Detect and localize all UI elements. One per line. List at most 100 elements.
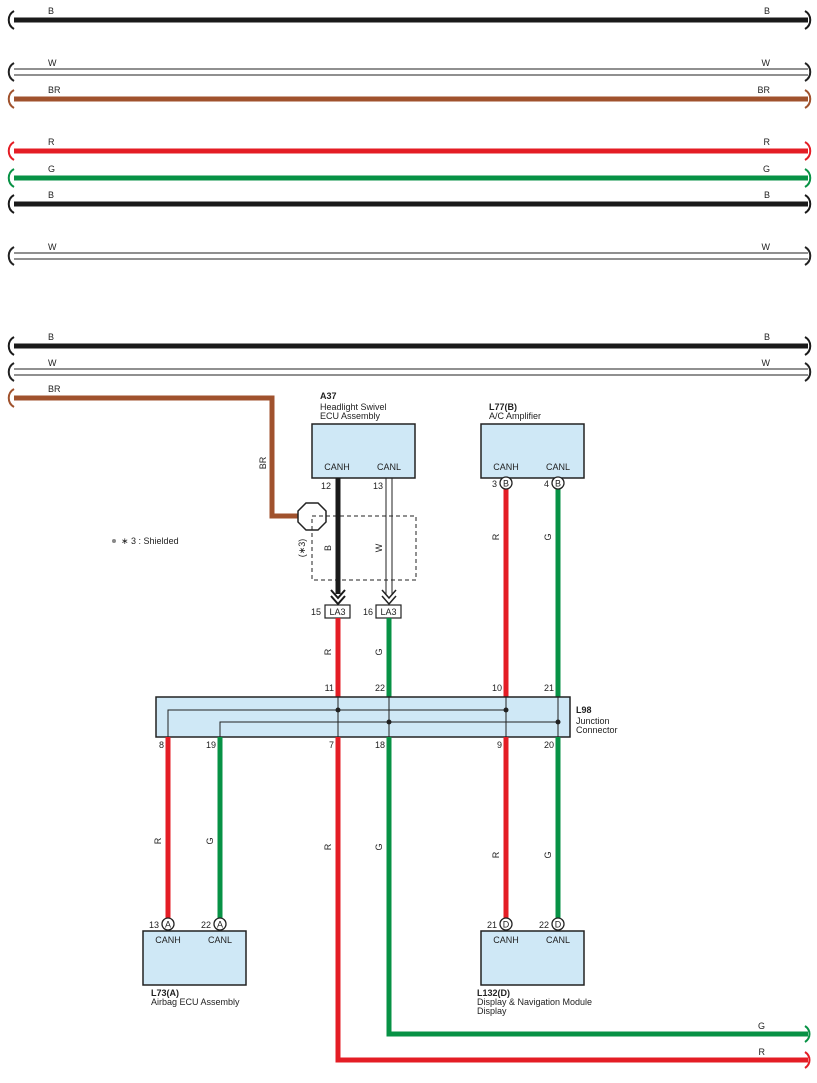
top-row-label-right-1: W: [762, 58, 771, 68]
mid-row-label-left-0: B: [48, 332, 54, 342]
svg-text:G: G: [758, 1021, 765, 1031]
svg-text:R: R: [323, 648, 333, 655]
l98-box: [155, 696, 571, 738]
svg-text:4: 4: [544, 479, 549, 489]
a37-name-1: Headlight Swivel: [320, 402, 387, 412]
svg-text:A: A: [217, 920, 223, 930]
svg-text:CANH: CANH: [155, 935, 181, 945]
long-red-wire: [335, 737, 808, 1063]
top-row-label-left-6: W: [48, 242, 57, 252]
svg-text:20: 20: [544, 740, 554, 750]
l132-id: L132(D): [477, 988, 510, 998]
connector-la3-left: 15 LA3: [311, 604, 351, 619]
shield-boundary: [311, 515, 417, 581]
top-row-label-left-4: G: [48, 164, 55, 174]
top-wire-row-2: BR BR: [7, 85, 812, 109]
top-row-label-right-6: W: [762, 242, 771, 252]
top-row-label-right-3: R: [764, 137, 771, 147]
svg-text:A: A: [165, 920, 171, 930]
mid-row-label-left-1: W: [48, 358, 57, 368]
component-l73: 13 A 22 A CANH CANL L73(A) Airbag ECU As…: [142, 917, 247, 1007]
a37-id: A37: [320, 391, 337, 401]
l77-name: A/C Amplifier: [489, 411, 541, 421]
svg-text:15: 15: [311, 607, 321, 617]
svg-text:21: 21: [487, 920, 497, 930]
connector-la3-right: 16 LA3: [363, 604, 402, 619]
svg-text:G: G: [374, 843, 384, 850]
mid-row-label-right-1: W: [762, 358, 771, 368]
svg-text:G: G: [374, 648, 384, 655]
svg-text:R: R: [153, 837, 163, 844]
l77-id: L77(B): [489, 402, 517, 412]
mid-row-label-left-2: BR: [48, 384, 61, 394]
a37-pin-left: CANH: [324, 462, 350, 472]
svg-text:22: 22: [539, 920, 549, 930]
svg-text:Connector: Connector: [576, 725, 618, 735]
svg-text:R: R: [323, 843, 333, 850]
component-l77: L77(B) A/C Amplifier CANH CANL: [480, 402, 585, 479]
a37-canh-label: B: [323, 545, 333, 551]
svg-text:Display: Display: [477, 1006, 507, 1016]
svg-text:CANH: CANH: [493, 462, 519, 472]
top-row-label-right-2: BR: [757, 85, 770, 95]
a37-pinnum-right: 13: [373, 481, 383, 491]
svg-text:B: B: [555, 479, 561, 489]
component-a37: A37 Headlight Swivel ECU Assembly CANH C…: [311, 391, 416, 491]
svg-text:9: 9: [497, 740, 502, 750]
a37-name-2: ECU Assembly: [320, 411, 381, 421]
svg-text:3: 3: [492, 479, 497, 489]
svg-text:8: 8: [159, 740, 164, 750]
shielded-note: ∗ 3 : Shielded: [121, 536, 179, 546]
br-wire: [14, 395, 298, 519]
l73-id: L73(A): [151, 988, 179, 998]
shield-ref-label: (∗3): [297, 539, 307, 558]
svg-text:G: G: [543, 533, 553, 540]
br-vertical-label: BR: [258, 456, 268, 469]
l98-id: L98: [576, 705, 592, 715]
a37-canl-wire: [385, 478, 393, 594]
svg-text:Display & Navigation Module: Display & Navigation Module: [477, 997, 592, 1007]
component-l98: 11 22 10 21 8 19 7 18 9 20 L98 Junction …: [155, 683, 618, 750]
svg-text:Junction: Junction: [576, 716, 610, 726]
top-row-label-left-2: BR: [48, 85, 61, 95]
mid-wire-row-2: BR: [7, 384, 61, 408]
svg-text:R: R: [491, 533, 501, 540]
svg-text:22: 22: [201, 920, 211, 930]
long-green-wire: [386, 737, 808, 1037]
svg-text:13: 13: [149, 920, 159, 930]
svg-text:Airbag ECU Assembly: Airbag ECU Assembly: [151, 997, 240, 1007]
top-row-label-left-1: W: [48, 58, 57, 68]
mid-row-label-right-0: B: [764, 332, 770, 342]
svg-text:7: 7: [329, 740, 334, 750]
l77-box: [480, 423, 585, 479]
svg-text:LA3: LA3: [380, 607, 396, 617]
svg-text:16: 16: [363, 607, 373, 617]
svg-text:21: 21: [544, 683, 554, 693]
svg-text:R: R: [491, 851, 501, 858]
svg-text:B: B: [503, 479, 509, 489]
svg-text:D: D: [503, 920, 510, 930]
top-row-label-right-4: G: [763, 164, 770, 174]
svg-text:CANH: CANH: [493, 935, 519, 945]
svg-text:CANL: CANL: [546, 462, 570, 472]
a37-pin-right: CANL: [377, 462, 401, 472]
a37-pinnum-left: 12: [321, 481, 331, 491]
svg-text:18: 18: [375, 740, 385, 750]
top-row-label-left-0: B: [48, 6, 54, 16]
svg-text:R: R: [759, 1047, 766, 1057]
svg-text:CANL: CANL: [546, 935, 570, 945]
top-row-label-right-0: B: [764, 6, 770, 16]
svg-text:10: 10: [492, 683, 502, 693]
svg-text:CANL: CANL: [208, 935, 232, 945]
component-l132: 21 D 22 D CANH CANL L132(D) Display & Na…: [477, 917, 592, 1016]
top-row-label-right-5: B: [764, 190, 770, 200]
svg-text:D: D: [555, 920, 562, 930]
